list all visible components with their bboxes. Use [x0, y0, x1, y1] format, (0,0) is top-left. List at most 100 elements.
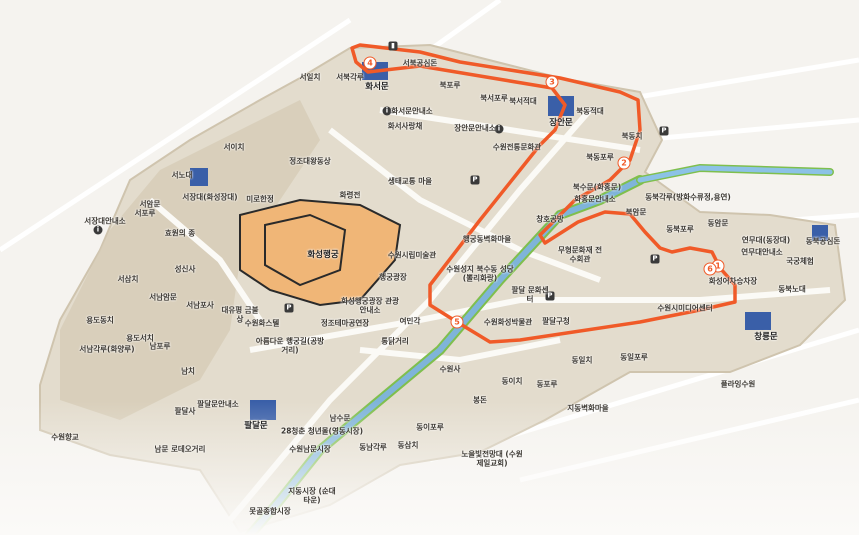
label-dongporu[interactable]: 동포루	[536, 379, 558, 389]
label-paldal-gu-office[interactable]: 팔달구청	[542, 316, 570, 326]
label-bukdong-poru[interactable]: 북동포루	[586, 152, 614, 162]
label-dongi-poru[interactable]: 동이포루	[416, 422, 444, 432]
label-seongsinsa[interactable]: 성신사	[174, 264, 196, 274]
label-namchi[interactable]: 남치	[181, 366, 195, 376]
label-yeonmudae[interactable]: 연무대(동장대)	[741, 235, 791, 245]
label-jeongjo-theater[interactable]: 정조테마공연장	[320, 318, 370, 328]
label-bongdon[interactable]: 봉돈	[473, 395, 487, 405]
parking-icon: P	[659, 126, 669, 136]
label-jidong-mural-village[interactable]: 지동벽화마을	[567, 403, 609, 413]
label-buddha-statue[interactable]: 대유평 금불상	[221, 305, 259, 323]
label-tour-trolley-stop[interactable]: 화성어차승차장	[708, 276, 758, 286]
label-paldal-culture-center[interactable]: 팔달 문화센터	[511, 285, 549, 303]
label-bukseo-jeokdae[interactable]: 북서적대	[509, 96, 537, 106]
label-janganmun-info[interactable]: 장안문안내소	[454, 123, 496, 133]
label-suwon-hostel[interactable]: 수원화스텔	[244, 318, 280, 328]
label-hyowon-bell[interactable]: 효원의 종	[164, 228, 196, 238]
parking-icon: P	[284, 303, 294, 313]
label-paldalmun-info[interactable]: 팔달문안내소	[197, 399, 239, 409]
label-yongdo-dongchi[interactable]: 용도동치	[86, 315, 114, 325]
label-traditional-culture-center[interactable]: 수원전통문화관	[492, 142, 542, 152]
label-suwon-art-museum[interactable]: 수원시립미술관	[387, 250, 437, 260]
label-suwonsa[interactable]: 수원사	[439, 364, 461, 374]
label-dongil-poru[interactable]: 동일포루	[620, 352, 648, 362]
label-seojangdae-info[interactable]: 서장대안내소	[84, 216, 126, 226]
label-sunset-observatory[interactable]: 노을빛전망대 (수원제일교회)	[461, 449, 523, 467]
label-bukdong-jeokdae[interactable]: 북동적대	[576, 106, 604, 116]
label-seonam-ammun[interactable]: 서남암문	[149, 292, 177, 302]
label-dongbuk-gongsimdon[interactable]: 동북공심돈	[805, 236, 841, 246]
label-nammun-market[interactable]: 수원남문시장	[289, 444, 331, 454]
label-bukdongchi[interactable]: 북동치	[621, 131, 643, 141]
label-mirohanjeong[interactable]: 미로한정	[246, 194, 274, 204]
label-hwahongmun-info[interactable]: 화홍문안내소	[574, 194, 616, 204]
label-haenggung-street[interactable]: 아름다운 행궁길(공방거리)	[255, 336, 325, 354]
label-seobuk-gakru[interactable]: 서북각루	[336, 72, 364, 82]
label-buksumun[interactable]: 북수문(화홍문)	[572, 182, 622, 192]
label-dongichi[interactable]: 동이치	[501, 376, 523, 386]
label-king-jeongjo-statue[interactable]: 정조대왕동상	[289, 156, 331, 166]
label-window-workshop[interactable]: 창호공방	[536, 214, 564, 224]
info-icon: i	[93, 225, 103, 235]
label-ecomobility-village[interactable]: 생태교통 마을	[387, 176, 433, 186]
parking-icon: P	[470, 175, 480, 185]
label-archery-experience[interactable]: 국궁체험	[786, 256, 814, 266]
route-stop-4[interactable]: 4	[363, 56, 377, 70]
label-changnyongmun[interactable]: 창룡문	[754, 332, 778, 343]
label-dongbuk-nodae[interactable]: 동북노대	[778, 284, 806, 294]
label-haenggungdong-mural-village[interactable]: 행궁동벽화마을	[462, 234, 512, 244]
label-buksudong-church[interactable]: 수원성지 북수동 성당 (뽈리화랑)	[446, 264, 514, 282]
label-media-center[interactable]: 수원시미디어센터	[657, 303, 713, 313]
label-jidong-market[interactable]: 지동시장 (순대타운)	[288, 486, 336, 504]
label-hwaryeongjeon[interactable]: 화령전	[339, 190, 361, 200]
label-janganmun[interactable]: 장안문	[549, 118, 573, 129]
label-dongilchi[interactable]: 동일치	[571, 355, 593, 365]
route-stop-2[interactable]: 2	[617, 156, 631, 170]
label-seoilchi[interactable]: 서일치	[299, 72, 321, 82]
label-seosamchi[interactable]: 서삼치	[117, 274, 139, 284]
label-bukporu[interactable]: 북포루	[439, 80, 461, 90]
label-intangible-heritage-center[interactable]: 무형문화재 전수회관	[557, 245, 602, 263]
label-seonam-posa[interactable]: 서남포사	[186, 300, 214, 310]
label-paldalsa[interactable]: 팔달사	[174, 406, 196, 416]
label-suwon-hyanggyo[interactable]: 수원향교	[51, 432, 79, 442]
label-dongbuk-poru[interactable]: 동북포루	[666, 224, 694, 234]
label-hwaseomun[interactable]: 화서문	[365, 82, 389, 93]
label-hwaseo-sarangchae[interactable]: 화서사랑채	[387, 121, 423, 131]
label-hwaseong-museum[interactable]: 수원화성박물관	[483, 317, 533, 327]
label-namporu[interactable]: 남포루	[149, 341, 171, 351]
label-seoichi[interactable]: 서이치	[223, 142, 245, 152]
label-namsumun[interactable]: 남수문	[329, 413, 351, 423]
route-stop-6[interactable]: 6	[703, 262, 717, 276]
label-seonam-gakru[interactable]: 서남각루(화양루)	[79, 344, 135, 354]
label-bugammun[interactable]: 북암문	[625, 207, 647, 217]
label-seoammun[interactable]: 서암문	[139, 199, 161, 209]
label-hwaseomun-info[interactable]: 화서문안내소	[391, 106, 433, 116]
label-chicken-street[interactable]: 통닭거리	[381, 336, 409, 346]
label-hwaseong-haenggung[interactable]: 화성행궁	[307, 250, 339, 261]
label-dongnam-gakru[interactable]: 동남각루	[359, 442, 387, 452]
label-yongdo-seochi[interactable]: 용도서치	[126, 333, 154, 343]
label-flying-suwon[interactable]: 플라잉수원	[720, 379, 756, 389]
label-yeomingak[interactable]: 여민각	[399, 316, 421, 326]
label-paldalmun[interactable]: 팔달문	[244, 421, 268, 432]
label-haenggung-plaza-info[interactable]: 화성행궁광장 관광안내소	[341, 296, 399, 314]
label-dongsamchi[interactable]: 동삼치	[397, 440, 419, 450]
label-yeonmudae-info[interactable]: 연무대안내소	[741, 247, 783, 257]
info-icon: i	[382, 106, 392, 116]
label-haenggung-plaza[interactable]: 행궁광장	[379, 272, 407, 282]
label-dongbuk-gakru[interactable]: 동북각루(방화수류정,용연)	[645, 192, 731, 202]
label-dongammun[interactable]: 동암문	[707, 218, 729, 228]
route-stop-3[interactable]: 3	[545, 75, 559, 89]
label-bukseo-poru[interactable]: 북서포루	[480, 93, 508, 103]
label-rodeo-street[interactable]: 남문 로데오거리	[154, 444, 206, 454]
label-youth-mall[interactable]: 28청춘 청년몰(영동시장)	[280, 426, 364, 436]
label-seonodae[interactable]: 서노대	[171, 170, 193, 180]
label-motgol-market[interactable]: 못골종합시장	[249, 506, 291, 516]
label-seoporu[interactable]: 서포루	[134, 208, 156, 218]
label-seojangdae[interactable]: 서장대(화성장대)	[182, 192, 238, 202]
route-stop-5[interactable]: 5	[450, 315, 464, 329]
label-seobuk-gongsimdon[interactable]: 서북공심돈	[402, 58, 438, 68]
